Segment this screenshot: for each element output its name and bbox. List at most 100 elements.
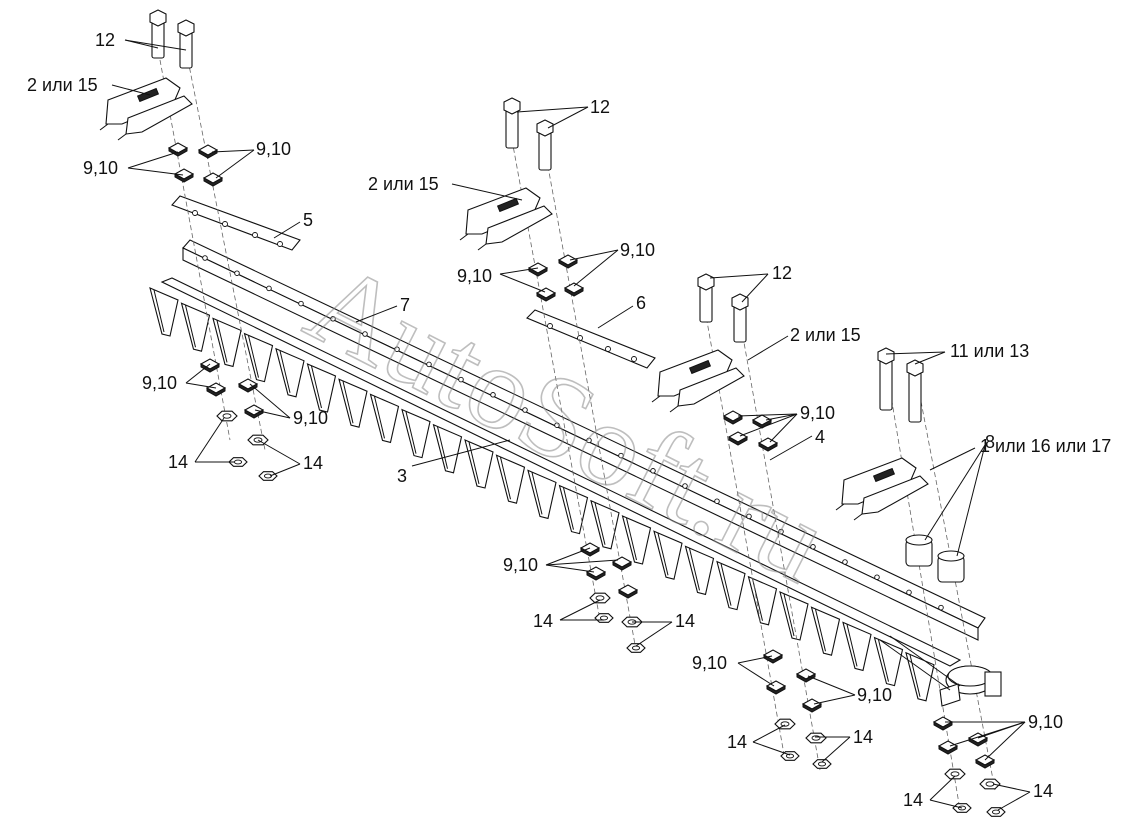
knife-section xyxy=(779,591,809,641)
knife-section xyxy=(527,469,557,520)
knife-section xyxy=(212,317,242,368)
hex-nut xyxy=(944,768,966,780)
bar-hole xyxy=(426,361,432,368)
label-7: 7 xyxy=(400,295,410,315)
square-washer xyxy=(937,740,959,755)
knife-section xyxy=(401,408,431,459)
bar-hole xyxy=(362,331,368,337)
label-14: 14 xyxy=(903,790,923,810)
square-washer xyxy=(237,378,259,393)
label-5: 5 xyxy=(303,210,313,230)
hex-nut xyxy=(594,613,614,623)
label-2-or-15: 2 или 15 xyxy=(790,325,861,345)
square-washer xyxy=(579,542,601,557)
hex-nut xyxy=(626,643,646,653)
hex-nut xyxy=(979,778,1001,790)
label-14: 14 xyxy=(675,611,695,631)
bar-hole xyxy=(778,528,784,535)
knife-section xyxy=(684,545,715,596)
bar-hole xyxy=(906,589,912,596)
label-8: 8 xyxy=(985,432,995,452)
label-2-or-15: 2 или 15 xyxy=(368,174,439,194)
knife-section xyxy=(369,393,400,444)
knife-section xyxy=(495,454,526,504)
label-9-10: 9,10 xyxy=(256,139,291,159)
knife-section xyxy=(716,560,746,611)
hex-nut xyxy=(805,732,827,744)
hex-nut xyxy=(774,718,796,730)
guards xyxy=(99,77,929,521)
knife-section xyxy=(621,515,652,565)
square-washer xyxy=(617,584,639,599)
bar-hole xyxy=(522,407,528,413)
label-3: 3 xyxy=(397,466,407,486)
label-14: 14 xyxy=(853,727,873,747)
knife-section xyxy=(842,621,872,672)
label-9-10: 9,10 xyxy=(1028,712,1063,732)
label-14: 14 xyxy=(533,611,553,631)
square-washer xyxy=(611,556,633,571)
guard xyxy=(835,457,929,521)
bar-hole xyxy=(810,544,816,550)
bar-hole xyxy=(746,513,752,520)
label-12: 12 xyxy=(590,97,610,117)
bar-hole xyxy=(586,437,592,444)
leader-lines xyxy=(111,39,1031,811)
knife-section xyxy=(243,332,274,383)
bolt xyxy=(536,119,554,171)
bar-hole xyxy=(234,270,240,276)
bar-hole xyxy=(714,498,720,504)
bar-hole xyxy=(458,376,464,383)
label-11-or-13: 11 или 13 xyxy=(950,341,1029,361)
bar-hole xyxy=(330,316,336,322)
label-9-10: 9,10 xyxy=(293,408,328,428)
knife-section xyxy=(275,347,305,398)
knife-section xyxy=(464,439,494,489)
knife-sections-3 xyxy=(149,287,935,702)
knife-section xyxy=(590,499,620,550)
bar-hole xyxy=(650,468,656,474)
bolt xyxy=(503,97,521,149)
square-washer xyxy=(173,168,195,183)
hex-nut xyxy=(986,807,1006,817)
square-washer xyxy=(563,282,585,297)
bar-hole xyxy=(874,574,880,580)
knife-back-strip xyxy=(160,277,962,667)
plate-6 xyxy=(526,309,656,369)
square-washer xyxy=(197,144,219,159)
bolt xyxy=(697,273,715,323)
label-9-10: 9,10 xyxy=(620,240,655,260)
hex-nut xyxy=(812,759,832,769)
knife-section xyxy=(558,484,589,535)
knife-section xyxy=(149,287,179,337)
square-washer xyxy=(762,649,784,664)
label-14: 14 xyxy=(303,453,323,473)
guard xyxy=(459,187,553,251)
spacers-8 xyxy=(905,534,965,583)
bar-hole xyxy=(682,483,688,489)
square-washer xyxy=(243,404,265,419)
bolt xyxy=(149,9,167,59)
label-4: 4 xyxy=(815,427,825,447)
label-6: 6 xyxy=(636,293,646,313)
hex-nut xyxy=(258,471,278,481)
square-washer xyxy=(974,754,996,769)
knife-section xyxy=(432,423,463,474)
square-washer xyxy=(167,142,189,157)
bolt xyxy=(906,359,924,423)
label-1-or-16-or-17: 1 или 16 или 17 xyxy=(980,436,1111,456)
square-washer xyxy=(202,172,224,187)
label-2-or-15: 2 или 15 xyxy=(27,75,98,95)
label-9-10: 9,10 xyxy=(457,266,492,286)
callout-labels: 12 2 или 15 9,10 9,10 5 12 2 или 15 9,10… xyxy=(27,30,1111,810)
guard xyxy=(99,77,193,141)
hex-nut xyxy=(228,457,248,467)
label-9-10: 9,10 xyxy=(692,653,727,673)
label-14: 14 xyxy=(727,732,747,752)
nuts-14 xyxy=(216,410,1006,817)
label-9-10: 9,10 xyxy=(142,373,177,393)
bar-hole xyxy=(202,255,208,261)
hex-nut xyxy=(216,410,238,422)
knife-head xyxy=(879,635,1002,707)
label-9-10: 9,10 xyxy=(503,555,538,575)
